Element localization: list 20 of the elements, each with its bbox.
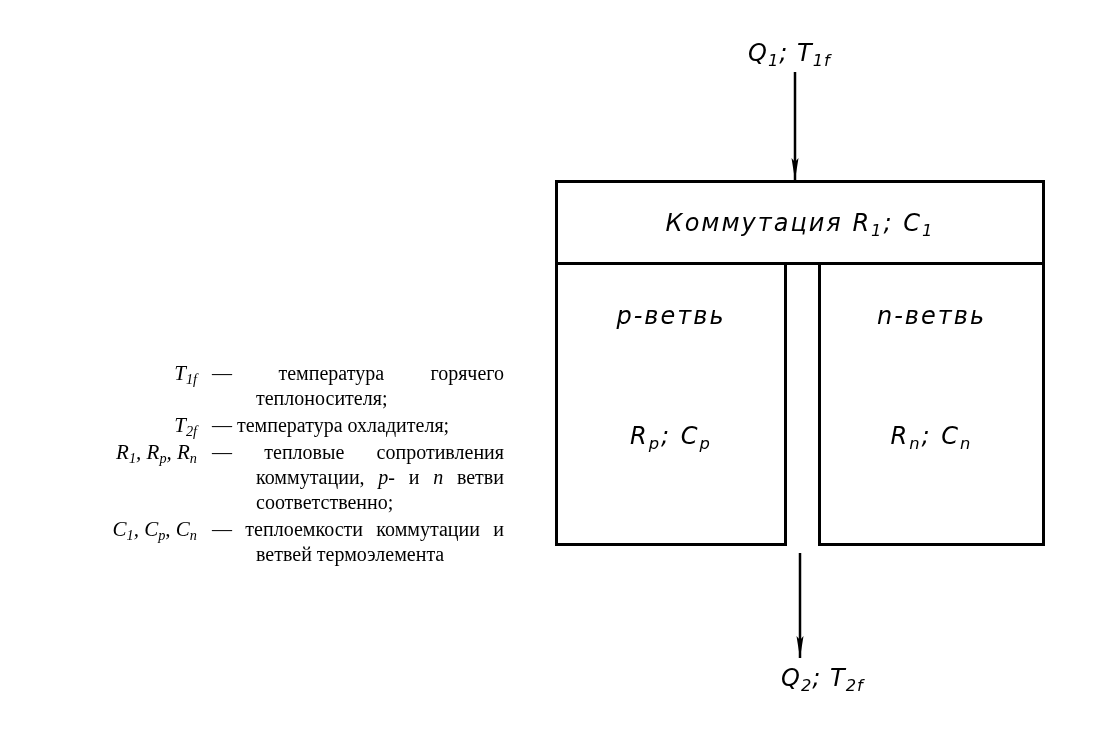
heat-flow-label: Q$_{2}$; T$_{2f}$ xyxy=(781,658,913,698)
commutation-box xyxy=(555,180,1045,265)
heat-flow-label: Q$_{1}$; T$_{1f}$ xyxy=(748,34,852,72)
branch-title: p-ветвь xyxy=(616,301,726,331)
arrow xyxy=(791,72,799,180)
arrow xyxy=(796,553,804,658)
box-title: Коммутация R$_{1}$; C$_{1}$ xyxy=(665,207,935,238)
definition-text: — температура охладителя; xyxy=(212,413,451,438)
symbol-label: C$_{1}$, C$_{p}$, C$_{n}$ xyxy=(112,517,198,542)
definition-text: — теплоемкости коммутации и ветвей термоэлемента xyxy=(212,517,504,567)
symbol-label: T$_{2f}$ xyxy=(174,413,200,438)
definition-text: — тепловые сопротивления коммутации, p- и n ветви соответственно; xyxy=(212,440,504,515)
branch-box xyxy=(555,262,787,546)
branch-box xyxy=(818,262,1045,546)
parameter-label: R$_{n}$; C$_{n}$ xyxy=(890,421,973,451)
symbol-label: T$_{1f}$ xyxy=(174,361,200,386)
symbol-label: R$_{1}$, R$_{p}$, R$_{n}$ xyxy=(116,440,198,465)
parameter-label: R$_{p}$; C$_{p}$ xyxy=(630,421,712,451)
definition-text: — температура горячего теплоносителя; xyxy=(212,361,504,411)
branch-title: n-ветвь xyxy=(876,301,987,331)
